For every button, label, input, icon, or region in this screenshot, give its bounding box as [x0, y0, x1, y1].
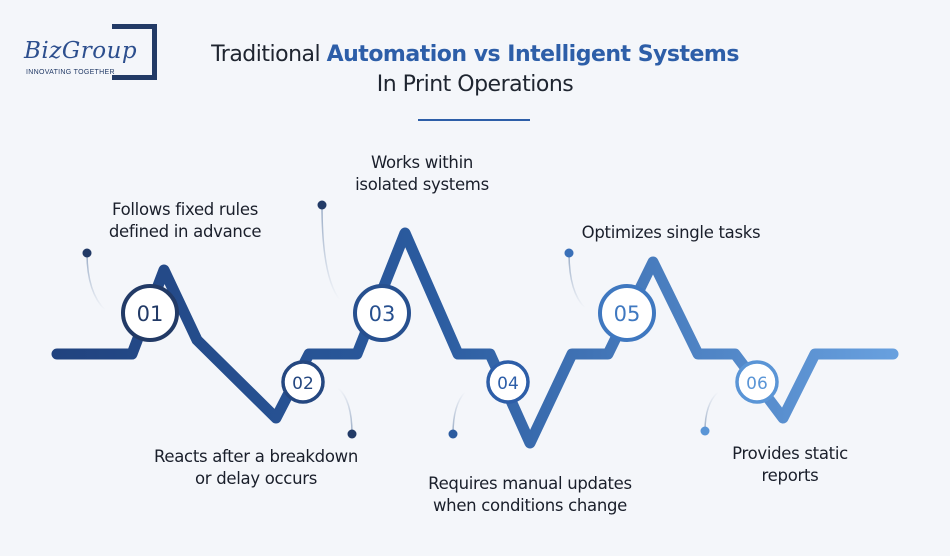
step-06-text: Provides static reports — [732, 444, 848, 485]
leader-line-02 — [337, 387, 353, 435]
badge-01: 01 — [121, 284, 179, 342]
leader-dot-01 — [82, 248, 92, 258]
leader-line-05 — [568, 252, 586, 309]
badge-number-03: 03 — [369, 302, 396, 326]
page-title: Traditional Automation vs Intelligent Sy… — [0, 40, 950, 100]
badge-06: 06 — [735, 360, 779, 404]
leader-dot-02 — [347, 429, 357, 439]
badge-05: 05 — [598, 284, 656, 342]
badge-number-05: 05 — [614, 302, 641, 326]
badge-04: 04 — [486, 360, 530, 404]
step-02-text: Reacts after a breakdown or delay occurs — [153, 447, 359, 488]
title-prefix: Traditional — [211, 42, 327, 67]
title-underline — [418, 119, 530, 121]
leader-line-04 — [452, 391, 466, 435]
badge-number-02: 02 — [292, 374, 314, 394]
title-line-1: Traditional Automation vs Intelligent Sy… — [0, 40, 950, 70]
title-line-2: In Print Operations — [376, 72, 574, 97]
title-highlight: Automation vs Intelligent Systems — [326, 42, 740, 67]
leader-dot-03 — [317, 200, 327, 210]
leader-dot-05 — [564, 248, 574, 258]
brand-logo: BizGroup INNOVATING TOGETHER — [22, 24, 157, 84]
logo-frame — [112, 24, 157, 80]
badge-number-04: 04 — [497, 374, 519, 394]
leader-dot-06 — [700, 426, 710, 436]
step-03-text: Works within isolated systems — [355, 153, 489, 194]
badge-number-06: 06 — [746, 374, 768, 394]
badge-03: 03 — [353, 284, 411, 342]
leader-dot-04 — [448, 429, 458, 439]
badge-02: 02 — [281, 360, 325, 404]
step-04-text: Requires manual updates when conditions … — [428, 474, 632, 515]
wave-line — [51, 227, 899, 449]
step-05-text: Optimizes single tasks — [581, 223, 761, 242]
leader-line-03 — [321, 204, 341, 301]
logo-wordmark: BizGroup — [24, 38, 138, 64]
leader-line-06 — [704, 391, 719, 432]
badge-number-01: 01 — [137, 302, 164, 326]
step-01-text: Follows fixed rules defined in advance — [108, 200, 262, 241]
leader-line-01 — [86, 252, 106, 311]
logo-tagline: INNOVATING TOGETHER — [26, 69, 115, 76]
